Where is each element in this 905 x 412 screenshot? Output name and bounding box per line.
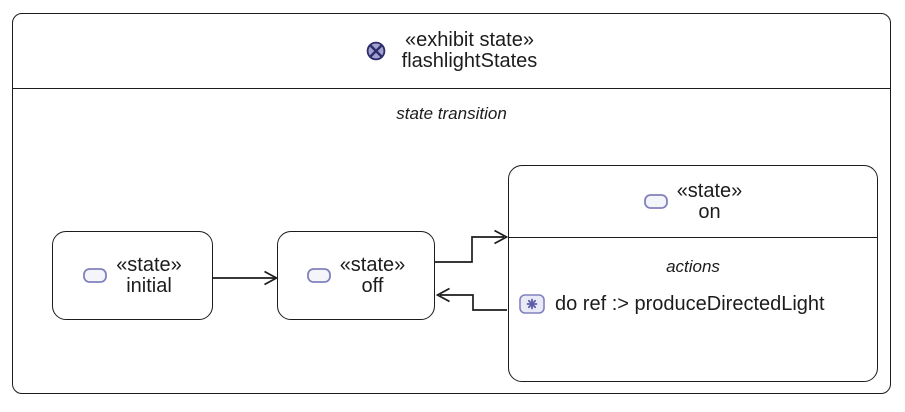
frame-title: «exhibit state» flashlightStates xyxy=(402,30,538,72)
state-name: initial xyxy=(126,274,172,297)
frame-stereotype: «exhibit state» xyxy=(405,29,534,51)
state-node-on[interactable]: «state» on actions do ref :> produceD xyxy=(508,165,878,382)
state-icon xyxy=(83,268,108,283)
state-name-compartment: «state» on xyxy=(509,166,877,238)
frame-name: flashlightStates xyxy=(401,50,538,72)
state-name: on xyxy=(698,200,721,223)
state-stereotype: «state» xyxy=(116,253,182,276)
state-icon xyxy=(306,268,331,283)
circled-x-icon xyxy=(366,41,386,61)
state-name: off xyxy=(361,274,384,297)
state-icon xyxy=(643,194,668,209)
do-action-row[interactable]: do ref :> produceDirectedLight xyxy=(519,292,825,316)
state-node-off[interactable]: «state» off xyxy=(277,231,435,320)
do-action-text: do ref :> produceDirectedLight xyxy=(555,293,825,315)
actions-compartment-label: actions xyxy=(666,257,720,276)
diagram-kind-label: state transition xyxy=(396,104,507,123)
state-stereotype: «state» xyxy=(676,179,743,202)
state-node-initial[interactable]: «state» initial xyxy=(52,231,213,320)
asterisk-action-icon xyxy=(519,294,545,314)
frame-header: «exhibit state» flashlightStates xyxy=(13,14,890,89)
state-stereotype: «state» xyxy=(339,253,406,276)
